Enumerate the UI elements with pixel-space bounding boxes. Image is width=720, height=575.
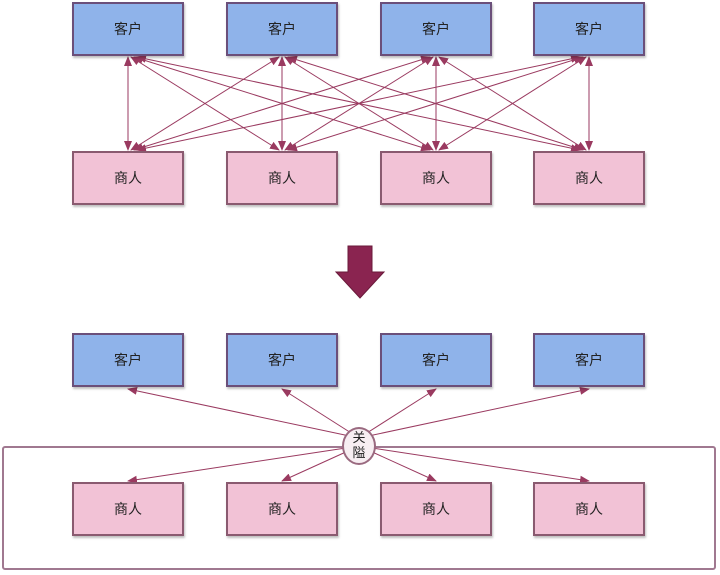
down-arrow-icon [336, 246, 384, 298]
hub-to-customer-edge [359, 389, 436, 438]
merchant-label: 商人 [422, 499, 450, 519]
hub-label-line1: 关 [352, 431, 365, 446]
hub-to-customer-edge [359, 389, 589, 438]
customer-box: 客户 [226, 2, 338, 56]
merchant-box: 商人 [72, 151, 184, 205]
customer-box: 客户 [72, 333, 184, 387]
merchant-label: 商人 [114, 499, 142, 519]
merchant-box: 商人 [380, 482, 492, 536]
merchant-label: 商人 [268, 168, 296, 188]
customer-label: 客户 [268, 350, 296, 370]
customer-label: 客户 [422, 350, 450, 370]
gateway-hub: 关 隘 [342, 427, 376, 465]
customer-label: 客户 [268, 19, 296, 39]
merchant-box: 商人 [226, 482, 338, 536]
customer-label: 客户 [575, 350, 603, 370]
top-edges [128, 57, 589, 150]
customer-box: 客户 [380, 2, 492, 56]
customer-label: 客户 [575, 19, 603, 39]
merchant-box: 商人 [226, 151, 338, 205]
merchant-label: 商人 [575, 499, 603, 519]
customer-box: 客户 [226, 333, 338, 387]
merchant-box: 商人 [72, 482, 184, 536]
merchant-box: 商人 [533, 151, 645, 205]
customer-box: 客户 [533, 333, 645, 387]
merchant-label: 商人 [268, 499, 296, 519]
merchant-box: 商人 [533, 482, 645, 536]
merchant-label: 商人 [114, 168, 142, 188]
customer-box: 客户 [72, 2, 184, 56]
merchant-label: 商人 [575, 168, 603, 188]
customer-box: 客户 [533, 2, 645, 56]
customer-label: 客户 [114, 350, 142, 370]
merchant-label: 商人 [422, 168, 450, 188]
hub-label-line2: 隘 [352, 446, 365, 461]
customer-label: 客户 [422, 19, 450, 39]
customer-label: 客户 [114, 19, 142, 39]
merchant-box: 商人 [380, 151, 492, 205]
customer-box: 客户 [380, 333, 492, 387]
hub-to-customer-edge [128, 389, 359, 438]
